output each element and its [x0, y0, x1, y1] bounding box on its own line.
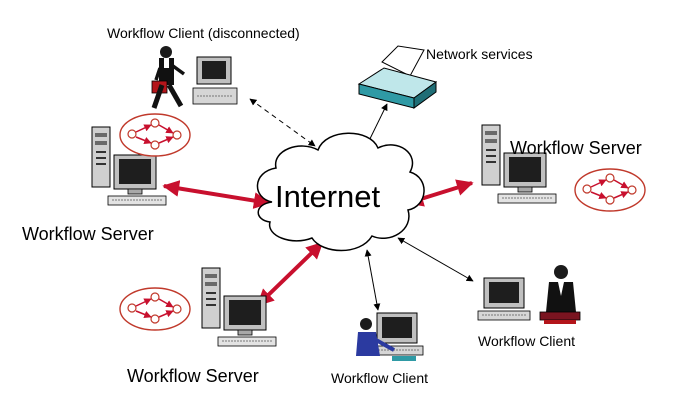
server-left-label: Workflow Server [22, 224, 154, 244]
printer-icon [357, 45, 438, 109]
client-bottom-label: Workflow Client [331, 370, 428, 386]
client-disconnected-label: Workflow Client (disconnected) [107, 25, 300, 41]
internet-label: Internet [275, 179, 381, 214]
internet-cloud-icon [256, 132, 425, 252]
link-server-bottom [256, 241, 324, 307]
client-right-label: Workflow Client [478, 333, 575, 349]
traveling-user-with-laptop-icon [151, 46, 238, 109]
network-services-label: Network services [426, 46, 533, 62]
server-bottom-icon [120, 267, 277, 347]
link-client-right [397, 237, 474, 282]
link-client-disconnected [249, 98, 316, 147]
presenter-with-computer-icon [477, 265, 581, 324]
link-server-left [162, 180, 271, 209]
server-left-icon [91, 114, 190, 206]
user-at-desk-icon [356, 312, 424, 361]
server-right-label: Workflow Server [510, 138, 642, 158]
server-bottom-label: Workflow Server [127, 366, 259, 386]
link-client-bottom [364, 249, 381, 311]
